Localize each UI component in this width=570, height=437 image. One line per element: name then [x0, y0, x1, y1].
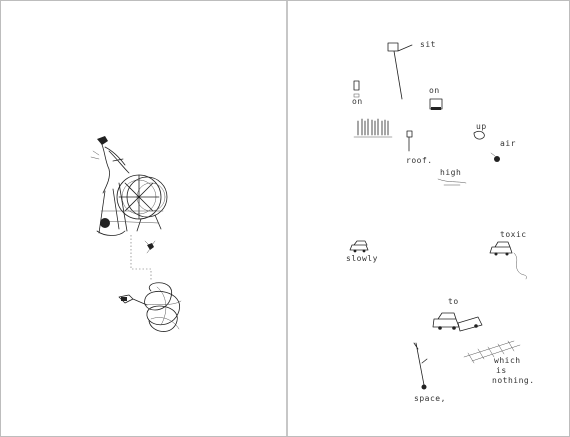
label-air: air [500, 139, 516, 148]
label-space: space, [414, 394, 446, 403]
label-sit: sit [420, 40, 436, 49]
high-sketch: high [437, 168, 467, 186]
label-is: is [496, 366, 507, 375]
small-pillar-sketch: on [352, 80, 363, 106]
dotted-connector [130, 235, 152, 281]
fence-sketch [353, 118, 393, 138]
right-page: sit on on roof. [288, 1, 569, 436]
label-nothing: nothing. [492, 376, 535, 385]
small-insect-sketch [144, 240, 156, 254]
label-to: to [448, 297, 459, 306]
lamp-sketch: roof. [406, 130, 433, 165]
page-gutter [286, 1, 288, 436]
label-slowly: slowly [346, 254, 378, 263]
which-is-nothing-sketch: which is nothing. [463, 340, 535, 385]
right-page-sketch: sit on on roof. [346, 40, 535, 403]
box-sketch: on [429, 86, 443, 110]
car-toxic-sketch: toxic [489, 230, 527, 280]
label-which: which [494, 356, 521, 365]
up-sketch: up [473, 122, 487, 140]
left-page-sketch [90, 136, 182, 332]
figure-on-wheel-sketch [90, 136, 168, 236]
stick-space-sketch: space, [413, 342, 446, 403]
label-toxic: toxic [500, 230, 527, 239]
pole-sketch: sit [387, 40, 436, 100]
tangled-scribble-sketch [118, 282, 182, 332]
cars-to-sketch: to [432, 297, 483, 332]
label-high: high [440, 168, 461, 177]
label-up: up [476, 122, 487, 131]
label-roof: roof. [406, 156, 433, 165]
air-sketch: air [490, 139, 516, 162]
left-page [1, 1, 286, 436]
car-slowly-sketch: slowly [346, 240, 378, 263]
label-on: on [429, 86, 440, 95]
label-on-small: on [352, 97, 363, 106]
